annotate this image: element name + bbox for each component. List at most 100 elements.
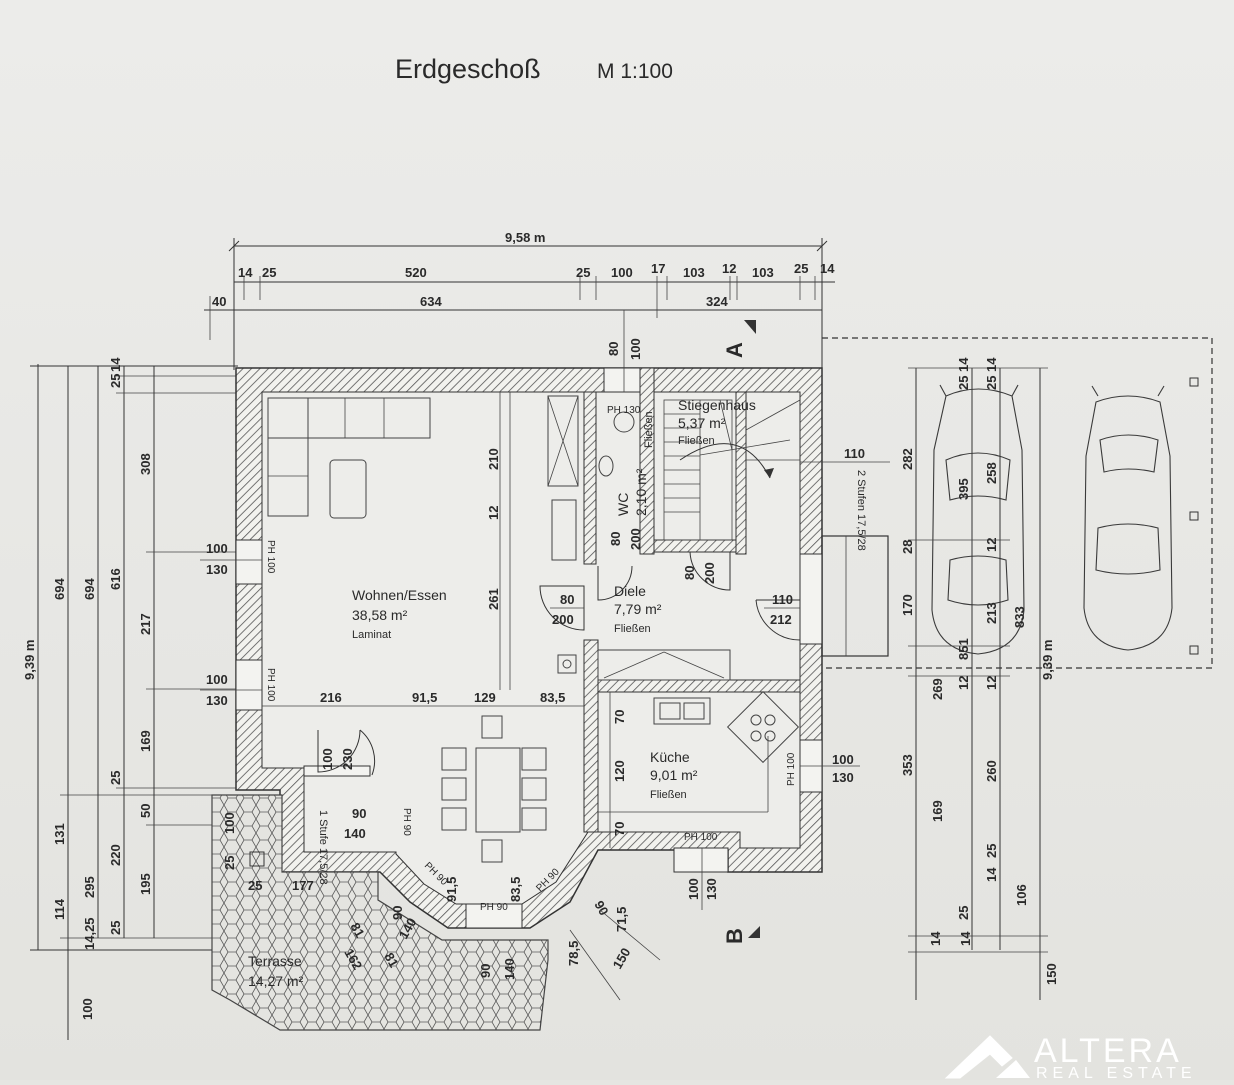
wc-win-a: 80 [606, 342, 621, 356]
right-b-12: 12 [984, 676, 999, 690]
left-c4-169: 169 [138, 730, 153, 752]
brand-mark-icon [944, 1035, 1013, 1079]
section-a-label: A [722, 342, 747, 358]
entry-a: 110 [844, 446, 865, 461]
w1-b: 130 [206, 562, 228, 577]
right-b-260: 260 [984, 760, 999, 782]
right-c-213: 213 [984, 602, 999, 624]
top-dimensions: 9,58 m 14 25 520 25 100 17 103 12 103 25… [204, 230, 835, 370]
top-dim-25a: 25 [262, 265, 276, 280]
top-dim-25b: 25 [576, 265, 590, 280]
right-a-170: 170 [900, 594, 915, 616]
top-dim-103b: 103 [752, 265, 774, 280]
top-dim-324: 324 [706, 294, 728, 309]
left-c1-100: 100 [80, 998, 95, 1020]
kb-win-b: 130 [704, 878, 719, 900]
brand-logo: ALTERA REAL ESTATE [944, 1032, 1197, 1082]
right-a-282: 282 [900, 448, 915, 470]
int-210: 210 [486, 448, 501, 470]
right-c-25b: 25 [956, 906, 971, 920]
k-120: 120 [612, 760, 627, 782]
row-129: 129 [474, 690, 496, 705]
room-labels: Wohnen/Essen 38,58 m² Laminat Diele 7,79… [248, 397, 756, 989]
building [235, 367, 823, 929]
room-diele-name: Diele [614, 583, 646, 599]
left-c2-694: 694 [82, 578, 97, 600]
room-wohnen-area: 38,58 m² [352, 607, 408, 623]
top-dim-17: 17 [651, 261, 665, 276]
right-c-25: 25 [984, 376, 999, 390]
room-stiegenhaus-area: 5,37 m² [678, 415, 726, 431]
right-a-169: 169 [930, 800, 945, 822]
door-diele-a: 80 [560, 592, 574, 607]
right-c-833: 833 [1012, 606, 1027, 628]
ter-d2: 25 [222, 856, 237, 870]
left-c3-220: 220 [108, 844, 123, 866]
room-terrasse-area: 14,27 m² [248, 973, 304, 989]
right-c-258: 258 [984, 462, 999, 484]
wc-win-b: 100 [628, 338, 643, 360]
ter-ph: PH 90 [401, 808, 412, 836]
bay-d14: 90 [352, 806, 366, 821]
right-b-851: 851 [956, 638, 971, 660]
w2-ph: PH 100 [265, 668, 276, 702]
section-markers: A B [722, 320, 760, 944]
brand-name: ALTERA [1034, 1032, 1182, 1070]
door-diele-b: 200 [552, 612, 574, 627]
top-dim-40: 40 [212, 294, 226, 309]
top-dim-14a: 14 [238, 265, 253, 280]
left-c4-217: 217 [138, 613, 153, 635]
door-st-b: 200 [702, 562, 717, 584]
door-st-a: 80 [682, 566, 697, 580]
room-stiegenhaus-floor: Fließen [678, 435, 715, 447]
top-dim-634: 634 [420, 294, 442, 309]
left-c3-25b: 25 [108, 771, 123, 785]
top-dim-12: 12 [722, 261, 736, 276]
k-win-b: 130 [832, 770, 854, 785]
right-c-14: 14 [984, 357, 999, 372]
entry-steps [821, 535, 889, 657]
kb-win-a: 100 [686, 878, 701, 900]
right-b-106: 106 [1014, 884, 1029, 906]
room-kueche-area: 9,01 m² [650, 767, 698, 783]
left-c4-25: 25 [108, 921, 123, 935]
ter-door-a: 100 [320, 748, 335, 770]
room-diele-area: 7,79 m² [614, 601, 662, 617]
right-b-395: 395 [956, 478, 971, 500]
section-b-label: B [722, 928, 747, 944]
w2-b: 130 [206, 693, 228, 708]
top-dim-103a: 103 [683, 265, 705, 280]
bay-d7: 90 [591, 898, 611, 918]
left-c3-616: 616 [108, 568, 123, 590]
left-c4-308: 308 [138, 453, 153, 475]
wc-win-ph: PH 130 [607, 405, 641, 416]
left-c1-1425: 14,25 [82, 917, 97, 950]
right-a-150: 150 [1044, 963, 1059, 985]
right-total-dim: 9,39 m [1040, 640, 1055, 680]
row-915: 91,5 [412, 690, 437, 705]
top-dim-520: 520 [405, 265, 427, 280]
right-a-28: 28 [900, 540, 915, 554]
bay-ph-2: PH 90 [480, 902, 508, 913]
bay-d1: 91,5 [444, 877, 459, 902]
bay-d13: 81 [381, 950, 401, 970]
bay-d3: 90 [390, 906, 405, 920]
bay-d15: 140 [344, 826, 366, 841]
ter-d3: 25 [248, 878, 262, 893]
room-terrasse-name: Terrasse [248, 953, 302, 969]
right-c-12: 12 [984, 538, 999, 552]
left-dimensions: 9,39 m 694 114 14,25 100 694 295 131 25 … [22, 357, 240, 1040]
brand-sub: REAL ESTATE [1036, 1065, 1197, 1080]
int-261: 261 [486, 588, 501, 610]
right-b-25b: 25 [984, 844, 999, 858]
carport [822, 337, 1213, 669]
room-stiegenhaus-name: Stiegenhaus [678, 397, 756, 413]
room-wc-area: 2,10 m² [633, 468, 649, 516]
kb-win-ph: PH 100 [684, 832, 718, 843]
left-c2-295: 295 [82, 876, 97, 898]
ter-door-b: 230 [340, 748, 355, 770]
room-wohnen-floor: Laminat [352, 629, 391, 641]
top-total-dim: 9,58 m [505, 230, 545, 245]
